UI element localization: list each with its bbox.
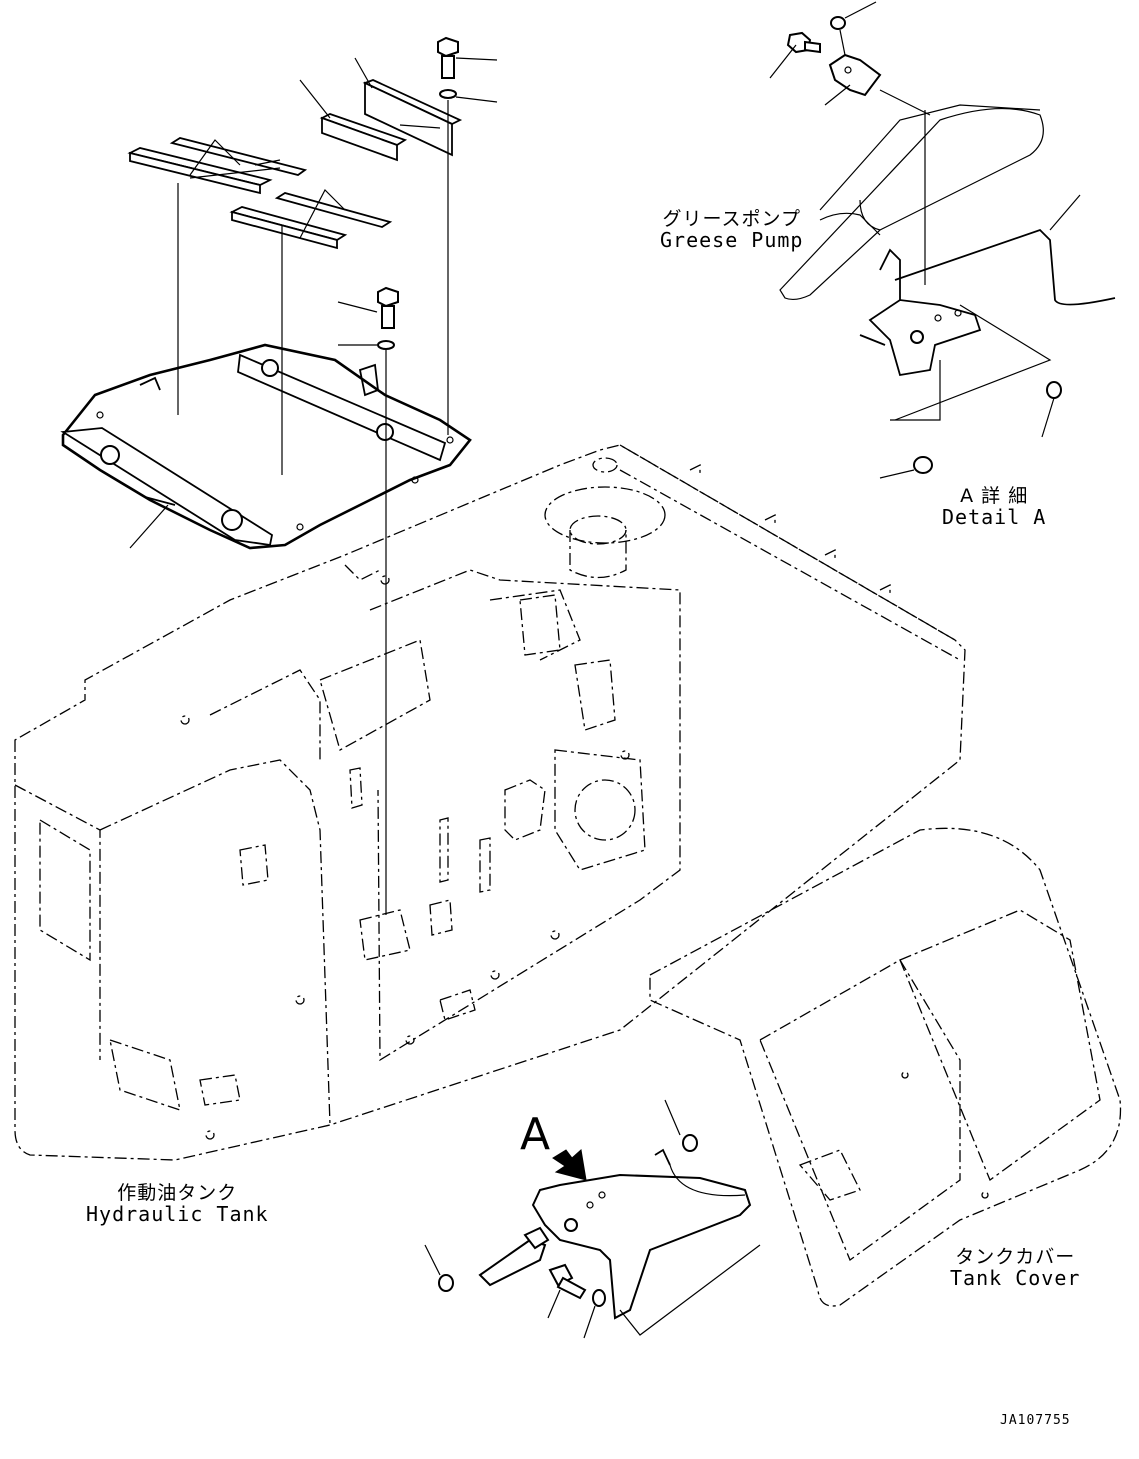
detail-a-drawing — [769, 1, 1116, 479]
hydraulic-tank-label-jp: 作動油タンク — [117, 1182, 238, 1204]
tank-cover-label-en: Tank Cover — [950, 1265, 1081, 1290]
detail-a-label: A 詳 細 Detail A — [942, 485, 1047, 529]
detail-a-label-jp: A 詳 細 — [960, 485, 1029, 507]
bracket-assembly — [424, 1099, 761, 1339]
greese-pump-label-en: Greese Pump — [660, 227, 804, 252]
view-arrow-icon — [552, 1149, 587, 1181]
cover-plate — [60, 343, 472, 550]
tank-cover-outline — [649, 827, 1122, 1307]
tank-cover-label: タンクカバー Tank Cover — [950, 1246, 1081, 1290]
seal-pads — [127, 79, 463, 250]
greese-pump-label-jp: グリースポンプ — [662, 208, 801, 230]
hydraulic-tank-label-en: Hydraulic Tank — [86, 1201, 269, 1226]
bolts-and-washers — [377, 36, 459, 350]
detail-a-label-en: Detail A — [942, 504, 1047, 529]
drawing-code: JA107755 — [1000, 1413, 1071, 1428]
leader-lines — [129, 57, 498, 915]
view-marker-a: A — [520, 1109, 551, 1160]
hydraulic-tank-outline — [14, 444, 966, 1161]
greese-pump-label: グリースポンプ Greese Pump — [660, 208, 804, 252]
hydraulic-tank-label: 作動油タンク Hydraulic Tank — [86, 1182, 269, 1226]
tank-cover-label-jp: タンクカバー — [955, 1246, 1076, 1268]
